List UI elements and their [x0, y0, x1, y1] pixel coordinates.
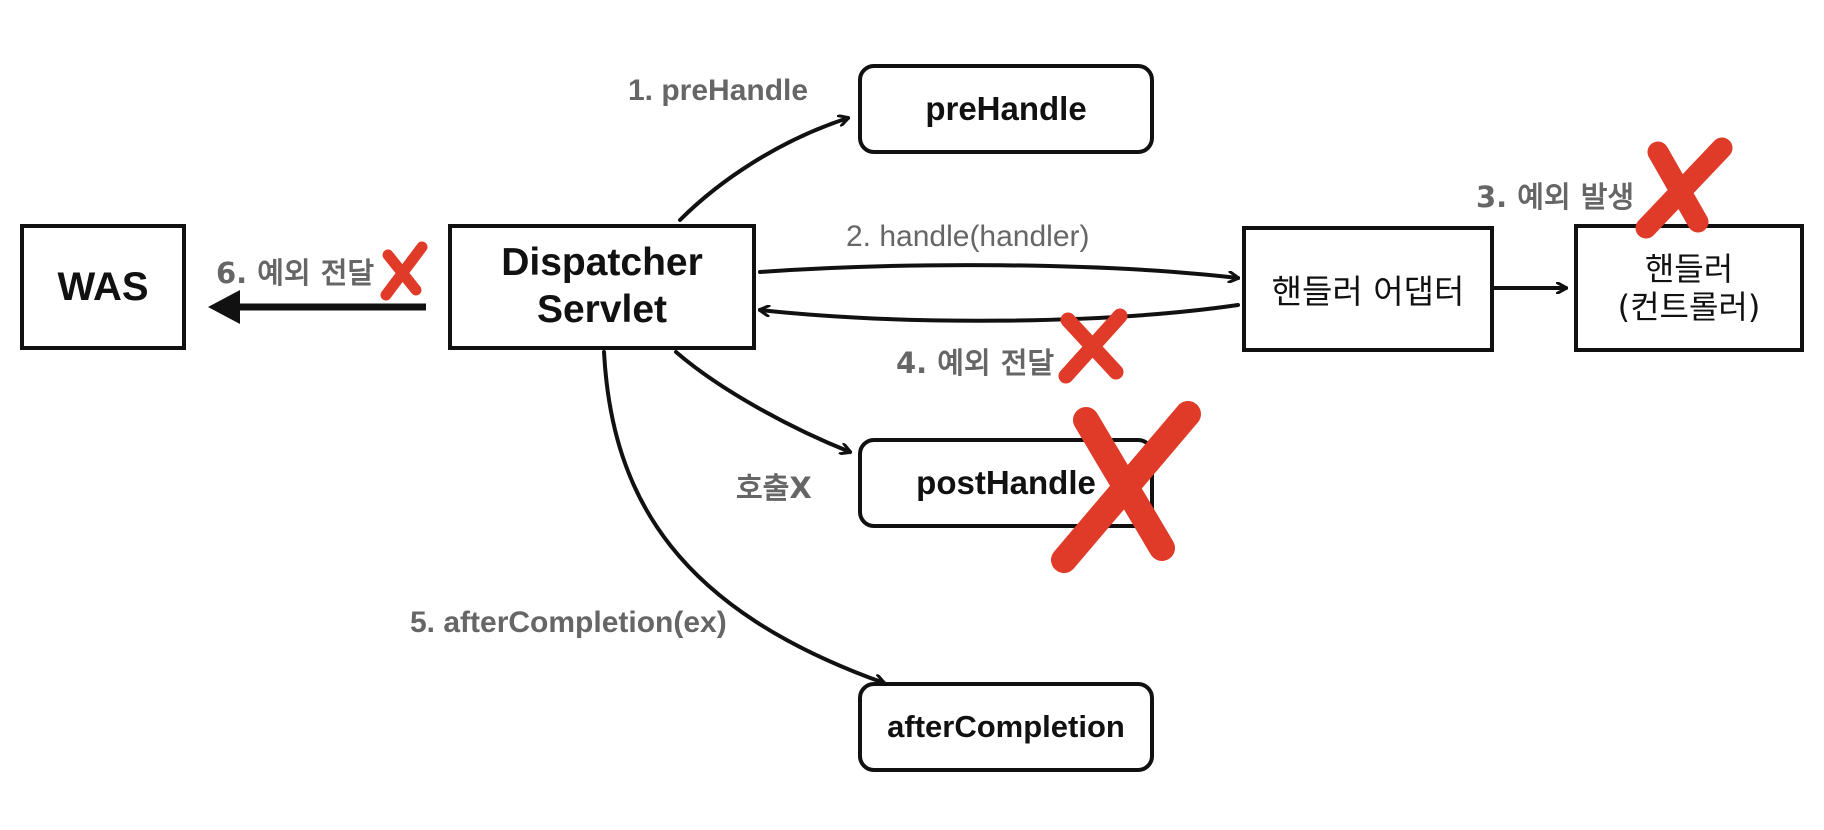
edge-label-handle: 2. handle(handler)	[846, 220, 1090, 253]
edge-label-exception-occurs: 3. 예외 발생	[1476, 180, 1635, 214]
edge-label-aftercompletion: 5. afterCompletion(ex)	[410, 606, 727, 639]
handler-controller-box: 핸들러 (컨트롤러)	[1574, 224, 1804, 352]
arrow-exception-return	[760, 303, 1240, 323]
arrow-posthandle	[674, 350, 850, 452]
dispatcher-label-line2: Servlet	[536, 288, 668, 331]
arrow-handle	[758, 263, 1238, 278]
prehandle-label: preHandle	[925, 90, 1087, 127]
arrow-prehandle	[678, 118, 848, 222]
handler-label-line2: (컨트롤러)	[1617, 288, 1761, 326]
was-label: WAS	[57, 264, 149, 309]
handler-adapter-label: 핸들러 어댑터	[1271, 272, 1465, 311]
dispatcher-servlet-box: Dispatcher Servlet	[448, 224, 756, 350]
arrow-aftercompletion	[602, 350, 884, 683]
prehandle-box: preHandle	[858, 64, 1154, 154]
posthandle-box: postHandle	[858, 438, 1154, 528]
aftercompletion-label: afterCompletion	[887, 709, 1125, 744]
handler-adapter-box: 핸들러 어댑터	[1242, 226, 1494, 352]
edge-label-exception-propagate-6: 6. 예외 전달	[216, 256, 375, 290]
arrow-head-icon	[208, 290, 240, 324]
edge-label-exception-propagate-4: 4. 예외 전달	[896, 346, 1055, 380]
aftercompletion-box: afterCompletion	[858, 682, 1154, 772]
handler-label-line1: 핸들러	[1644, 249, 1734, 288]
arrow-to-was	[208, 290, 426, 324]
was-box: WAS	[20, 224, 186, 350]
edge-label-not-called: 호출X	[736, 471, 812, 505]
edge-label-prehandle: 1. preHandle	[628, 74, 809, 107]
posthandle-label: postHandle	[916, 464, 1096, 501]
dispatcher-label-line1: Dispatcher	[501, 241, 703, 285]
